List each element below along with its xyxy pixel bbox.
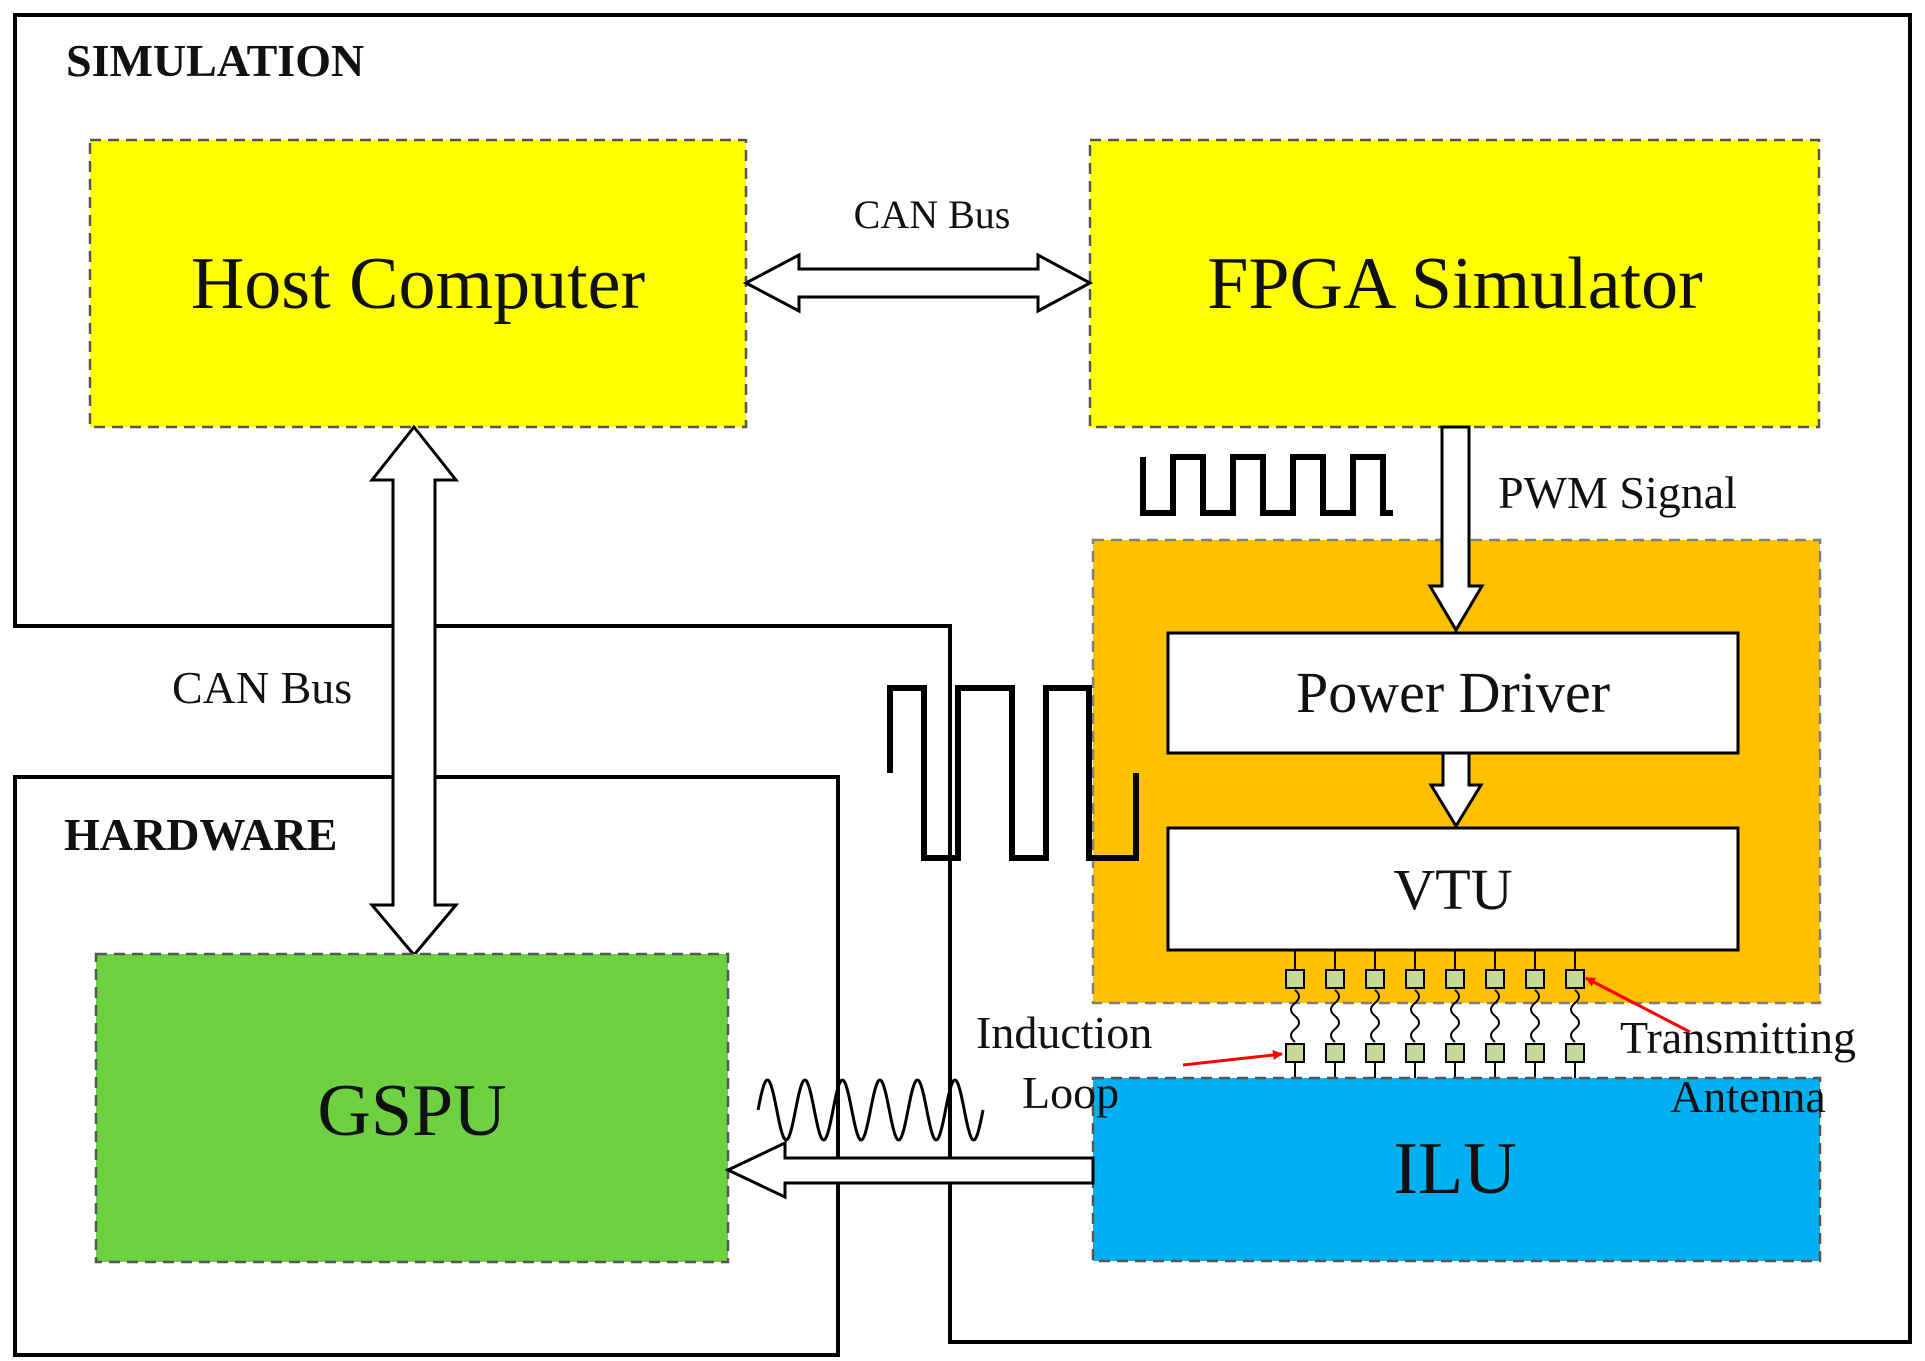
transmitting-antenna-pad — [1285, 969, 1305, 989]
coupling-wave — [1370, 989, 1380, 1043]
coupling-wave — [1410, 989, 1420, 1043]
coupling-wave — [1570, 989, 1580, 1043]
transmitting-antenna-pad — [1445, 969, 1465, 989]
transmitting-antenna-pad — [1405, 969, 1425, 989]
vtu-block — [1166, 826, 1740, 952]
host-computer-label: Host Computer — [191, 243, 645, 325]
vtu-label: VTU — [1393, 857, 1512, 922]
coupling-wave — [1450, 989, 1460, 1043]
induction-loop-pad — [1285, 1043, 1305, 1063]
induction-loop-pad — [1565, 1043, 1585, 1063]
can-bus-left-label: CAN Bus — [172, 662, 352, 713]
antenna-label: Antenna — [1670, 1071, 1826, 1122]
driver-to-vtu-arrow — [1428, 751, 1484, 829]
induction-loop-pad — [1445, 1043, 1465, 1063]
simulation-region-label: SIMULATION — [66, 35, 364, 86]
can-bus-horizontal-arrow — [742, 252, 1094, 314]
induction-loop-pointer — [1182, 1050, 1283, 1067]
gspu-block — [94, 952, 730, 1264]
hardware-region-label: HARDWARE — [64, 809, 337, 860]
fpga-simulator-label: FPGA Simulator — [1207, 243, 1703, 325]
pwm-waveform-icon — [1140, 454, 1393, 516]
ilu-label: ILU — [1393, 1128, 1516, 1210]
induction-loop-pad — [1405, 1043, 1425, 1063]
ilu-block — [1091, 1076, 1822, 1263]
induction-label: Induction — [976, 1007, 1152, 1058]
loop-label: Loop — [1022, 1067, 1119, 1118]
pwm-signal-label: PWM Signal — [1498, 467, 1737, 518]
coupling-wave — [1530, 989, 1540, 1043]
antenna-array — [1285, 950, 1585, 1078]
ilu-to-gspu-arrow — [724, 1140, 1095, 1200]
coupling-wave — [1330, 989, 1340, 1043]
power-driver-label: Power Driver — [1296, 660, 1610, 725]
sine-waveform-icon — [756, 1078, 985, 1142]
coupling-wave — [1490, 989, 1500, 1043]
transmitting-antenna-pad — [1325, 969, 1345, 989]
coupling-wave — [1290, 989, 1300, 1043]
can-bus-vertical-arrow — [368, 424, 460, 958]
power-driver-block — [1166, 631, 1740, 755]
transmitting-antenna-pointer — [1585, 976, 1691, 1034]
can-bus-top-label: CAN Bus — [854, 192, 1011, 237]
transmitting-antenna-pad — [1565, 969, 1585, 989]
amplified-waveform-icon — [887, 685, 1139, 861]
induction-loop-pad — [1485, 1043, 1505, 1063]
transmitting-antenna-pad — [1525, 969, 1545, 989]
induction-loop-pad — [1365, 1043, 1385, 1063]
gspu-label: GSPU — [317, 1070, 506, 1152]
pwm-signal-arrow — [1427, 425, 1485, 633]
simulation-region-frame — [13, 13, 1912, 1344]
transmitting-antenna-pad — [1485, 969, 1505, 989]
induction-loop-pad — [1325, 1043, 1345, 1063]
induction-loop-pad — [1525, 1043, 1545, 1063]
transmitting-antenna-pad — [1365, 969, 1385, 989]
fpga-simulator-block — [1088, 138, 1821, 429]
transmitting-label: Transmitting — [1620, 1012, 1856, 1063]
